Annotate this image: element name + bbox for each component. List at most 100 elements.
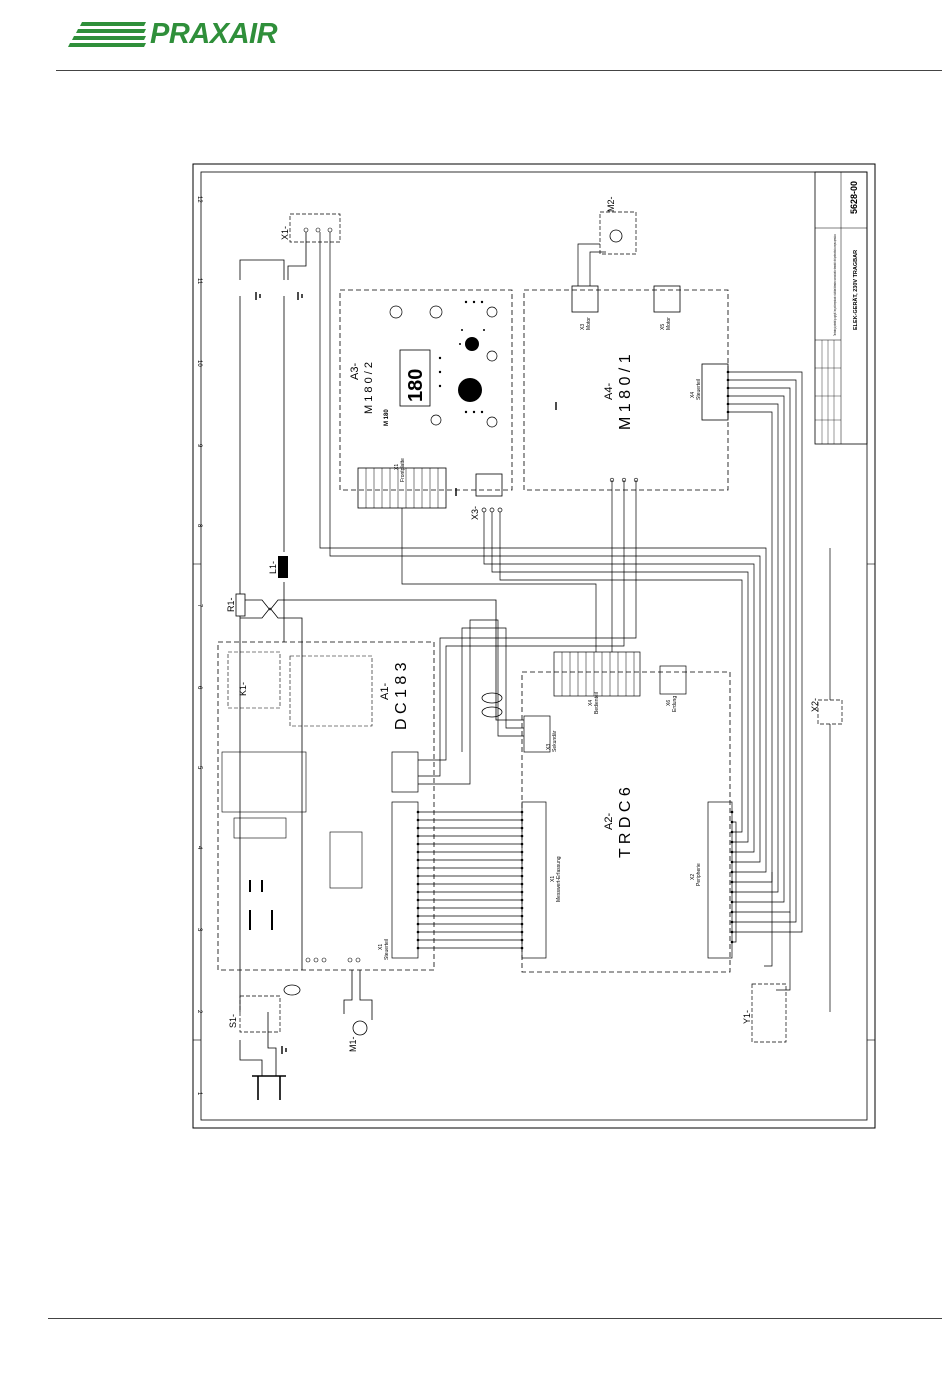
drawing-number: 5628-00 [849,181,859,214]
a2-ref: A2- [603,813,615,830]
a2-x1-connector [521,801,547,959]
schematic-outer-frame [192,163,876,1129]
a3-ref: A3- [349,363,361,380]
k1-relay-box [227,651,281,709]
footer-rule [48,1318,942,1319]
panel-button-4 [486,306,498,318]
panel-display [399,349,431,407]
panel-button-2 [429,305,443,319]
l1-choke-icon [278,556,288,578]
panel-button-1 [389,305,403,319]
a2-x3-ref: X3 [546,744,552,750]
a4-x5-label: Motor [666,317,672,330]
title-block: The drawing is protected by copyright. I… [814,171,868,445]
diode-box [233,817,287,839]
a3-connector-ref: X1 [394,464,400,470]
grid-numbers: 1 2 3 4 5 6 7 8 9 10 11 12 [196,196,202,1096]
grid-number-10: 10 [196,360,202,367]
a2-x2-label: Peripherie [696,863,702,886]
grid-number-6: 6 [196,686,202,690]
peripheral-wires [319,232,831,1012]
x2-connector-box [817,699,843,725]
x1-box [289,213,341,243]
x1-ref: X1- [280,226,290,240]
a4-x3-motor-connector [571,285,599,313]
a1-control-box [329,831,363,889]
m2-ref: M2- [606,196,616,212]
a4-ref: A4- [603,383,615,400]
panel-model-label: M 180 [384,409,390,426]
a1-out-connector [391,751,419,793]
ground-symbols [255,292,557,1054]
a2-x4-ref: X4 [588,700,594,706]
a3-connector-label: Frontplatte [400,458,406,482]
pin-dots [416,370,734,950]
panel-knob-small [465,337,479,351]
grid-number-7: 7 [196,604,202,608]
k1-ref: K1- [238,682,248,696]
grid-number-12: 12 [196,196,202,203]
brand-name: PRAXAIR [150,18,278,50]
a4-name: M 1 8 0 / 1 [617,354,634,430]
a2-x3-connector [523,715,551,753]
panel-display-value: 180 [405,369,427,402]
panel-knob-large [458,378,482,402]
a2-x4-connector [553,651,641,697]
a2-x6-connector [659,665,687,695]
s1-ref: S1- [228,1014,238,1028]
r1-ref: R1- [226,597,236,612]
a1-x1-ref: X1 [378,944,384,950]
r1-shunt-icon [235,593,246,617]
a2-x2-connector [707,801,733,959]
header-rule [56,70,942,71]
bridge-rectifier-box [221,751,307,813]
a4-x4-label: Steuerteil [696,379,702,400]
a2-x3-label: Sekundär [552,730,558,752]
mains-wiring [239,232,524,1076]
x3-ref: X3- [470,506,480,520]
x2-ref: X2- [810,698,820,712]
grid-number-4: 4 [196,846,202,850]
praxair-logo [68,18,308,54]
grid-number-8: 8 [196,524,202,528]
a3-x3-connector [475,473,503,497]
a2-x2-ref: X2 [690,874,696,880]
a2-x1-ref: X1 [550,876,556,882]
a1-name: D C 1 8 3 [393,662,410,730]
m2-box [599,211,637,255]
a4-x3-label: Motor [586,317,592,330]
a3-name: M 1 8 0 / 2 [363,362,375,414]
a2-x1-label: Messwert-Erfassung [556,856,562,902]
logo-stripes-icon [68,22,146,47]
a3-front-panel: M 180 180 [384,300,498,428]
grid-number-9: 9 [196,444,202,448]
a4-x5-ref: X5 [660,324,666,330]
bus-wires [418,811,522,949]
panel-button-6 [486,416,498,428]
panel-button-5 [486,350,498,362]
y1-ref: Y1- [742,1010,752,1024]
a1-module-box [217,641,435,971]
panel-button-3 [430,414,442,426]
grid-number-11: 11 [196,278,202,285]
title-block-notice: The drawing is protected by copyright. I… [832,234,837,336]
a1-x1-connector [391,801,419,959]
a4-x4-ref: X4 [690,392,696,398]
mains-plug-icon [252,1075,286,1100]
a4-x4-connector [701,363,729,421]
grid-number-2: 2 [196,1010,202,1014]
a4-x3-ref: X3 [580,324,586,330]
a2-x6-ref: X6 [666,700,672,706]
grid-number-1: 1 [196,1092,202,1096]
a1-ref: A1- [379,683,391,700]
schematic-inner-frame [200,171,868,1121]
a4-x5-motor-connector [653,285,681,313]
a2-name: T R D C 6 [617,787,634,858]
l1-ref: L1- [268,561,278,574]
a3-module-box [339,289,513,491]
m1-motor-icon [352,1020,368,1036]
s1-switch-box [239,995,281,1033]
current-sensor-icon [283,692,503,996]
m2-motor-icon [609,229,623,243]
